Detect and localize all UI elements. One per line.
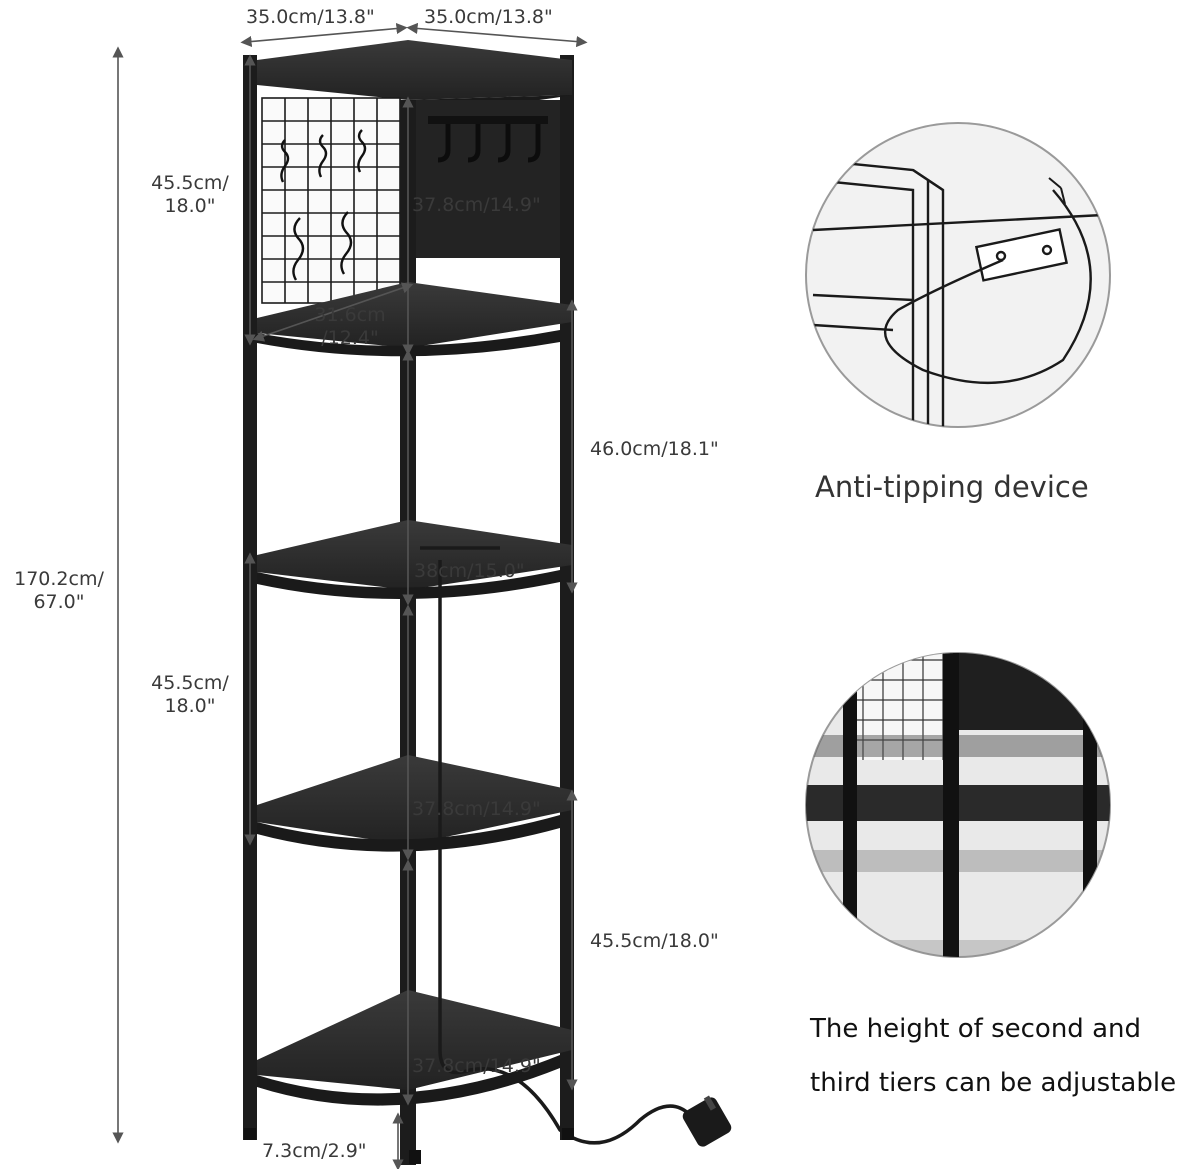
adjustable-tiers-detail — [805, 652, 1111, 958]
shelf-depth-in: /12.4" — [321, 326, 379, 349]
total-height-cm: 170.2cm/ — [14, 568, 104, 590]
tier1-height-cm: 45.5cm/ — [151, 172, 229, 194]
tier1-height-label: 45.5cm/ 18.0" — [130, 172, 250, 218]
leg-height-label: 7.3cm/2.9" — [262, 1140, 367, 1162]
tier4-inner-height-label: 37.8cm/14.9" — [412, 1055, 541, 1077]
tier3-inner-height-label: 37.8cm/14.9" — [412, 798, 541, 820]
tier4-height-label: 45.5cm/18.0" — [590, 930, 719, 952]
tier1-inner-height-label: 37.8cm/14.9" — [412, 194, 541, 216]
shelf-5 — [257, 990, 572, 1106]
back-panel — [416, 100, 560, 258]
grid-panel — [261, 97, 401, 304]
shelf-depth-label: 31.6cm /12.4" — [300, 304, 400, 350]
adjustable-caption-line1: The height of second and — [810, 1014, 1141, 1044]
tier3-height-in: 18.0" — [164, 694, 216, 717]
dimension-lines — [112, 22, 588, 1169]
power-cord — [420, 546, 692, 1145]
total-height-label: 170.2cm/ 67.0" — [0, 568, 118, 614]
top-width-right-label: 35.0cm/13.8" — [424, 6, 553, 28]
shelf-4 — [257, 755, 572, 852]
anti-tipping-detail — [805, 122, 1111, 428]
tier1-height-in: 18.0" — [164, 194, 216, 217]
total-height-in: 67.0" — [33, 590, 85, 613]
s-hooks — [280, 129, 367, 281]
tier2-height-label: 46.0cm/18.1" — [590, 438, 719, 460]
adjustable-caption-line2: third tiers can be adjustable — [810, 1068, 1177, 1098]
tier3-height-label: 45.5cm/ 18.0" — [130, 672, 250, 718]
shelves — [257, 282, 572, 1106]
anti-tipping-caption: Anti-tipping device — [815, 470, 1089, 504]
plug-icon — [682, 1095, 732, 1147]
shelf-3 — [257, 520, 572, 600]
tier2-inner-height-label: 38cm/15.0" — [414, 560, 525, 582]
top-shelf — [257, 40, 572, 104]
feet — [244, 1128, 574, 1164]
tier3-height-cm: 45.5cm/ — [151, 672, 229, 694]
shelf-depth-cm: 31.6cm — [314, 304, 386, 326]
top-width-left-label: 35.0cm/13.8" — [246, 6, 375, 28]
